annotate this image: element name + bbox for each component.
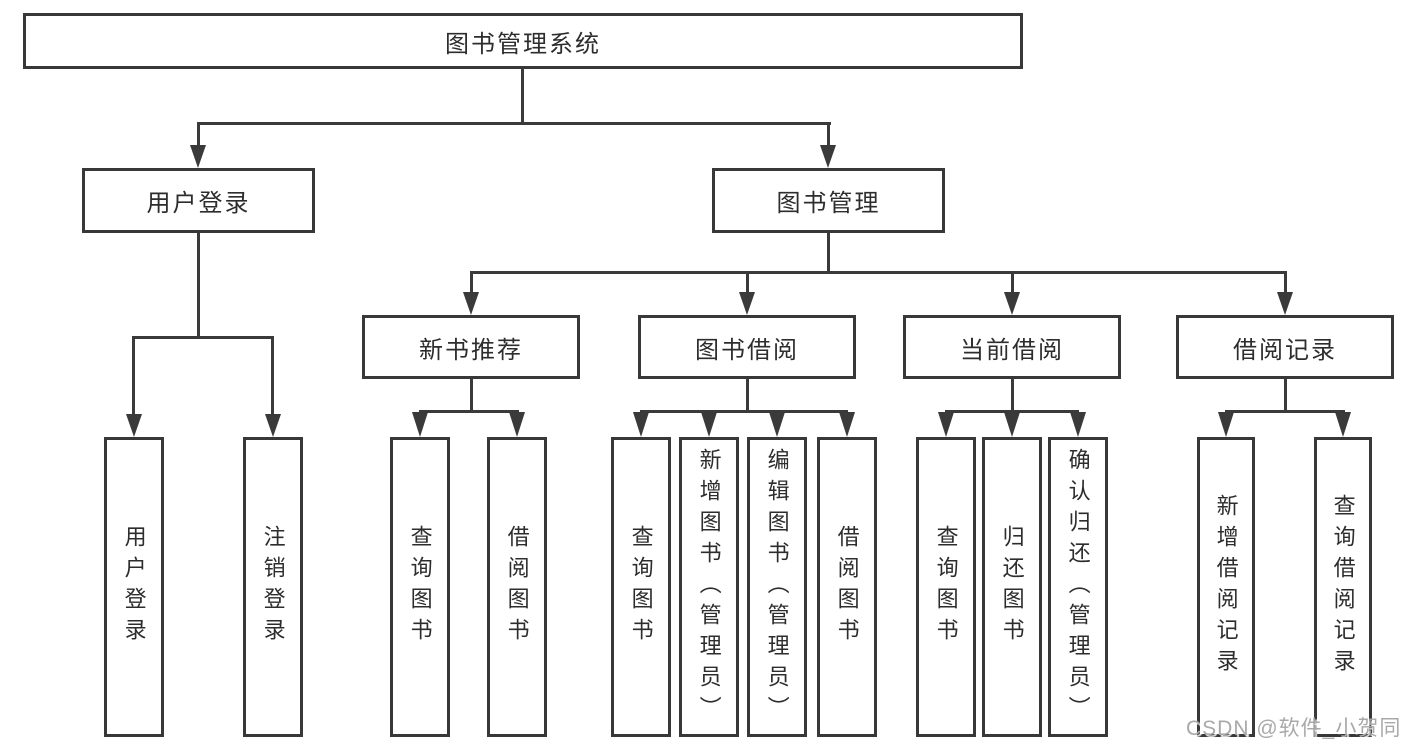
connector-line xyxy=(1225,410,1345,413)
arrow-down-icon xyxy=(701,412,717,437)
root-box: 图书管理系统 xyxy=(23,13,1023,69)
arrow-down-icon xyxy=(190,145,206,168)
node-new-book-recommendation: 新书推荐 xyxy=(362,315,580,379)
arrow-down-icon xyxy=(1070,412,1086,437)
arrow-down-icon xyxy=(839,412,855,437)
connector-line xyxy=(945,410,1079,413)
leaf-return-books: 归还图书 xyxy=(982,437,1042,737)
leaf-add-borrow-record: 新增借阅记录 xyxy=(1197,437,1255,737)
node-borrowing-records-label: 借阅记录 xyxy=(1233,336,1337,364)
connector-line xyxy=(419,410,519,413)
leaf-confirm-return-admin-label: 确认归还（管理员） xyxy=(1065,447,1091,727)
leaf-add-book-admin-label: 新增图书（管理员） xyxy=(696,447,722,727)
leaf-edit-book-admin: 编辑图书（管理员） xyxy=(747,437,807,737)
connector-line xyxy=(470,273,473,292)
node-current-borrowing-label: 当前借阅 xyxy=(960,336,1064,364)
arrow-down-icon xyxy=(820,145,836,168)
connector-line xyxy=(640,410,848,413)
leaf-query-borrow-record: 查询借阅记录 xyxy=(1314,437,1372,737)
arrow-down-icon xyxy=(126,414,142,437)
root-label: 图书管理系统 xyxy=(445,30,601,58)
arrow-down-icon xyxy=(769,412,785,437)
leaf-logout-label: 注销登录 xyxy=(260,525,286,649)
leaf-query-books-borrowing-label: 查询图书 xyxy=(628,525,654,649)
leaf-return-books-label: 归还图书 xyxy=(999,525,1025,649)
connector-line xyxy=(1284,379,1287,410)
arrow-down-icon xyxy=(938,412,954,437)
connector-line xyxy=(197,122,831,125)
connector-line xyxy=(1284,273,1287,292)
arrow-down-icon xyxy=(633,412,649,437)
arrow-down-icon xyxy=(1335,412,1351,437)
connector-line xyxy=(470,379,473,410)
connector-line xyxy=(1011,379,1014,410)
arrow-down-icon xyxy=(265,414,281,437)
connector-line xyxy=(827,233,830,271)
arrow-down-icon xyxy=(412,412,428,437)
leaf-user-login-label: 用户登录 xyxy=(121,525,147,649)
connector-line xyxy=(197,124,200,146)
arrow-down-icon xyxy=(1004,292,1020,315)
arrow-down-icon xyxy=(739,292,755,315)
connector-line xyxy=(197,233,200,336)
node-new-book-recommendation-label: 新书推荐 xyxy=(419,336,523,364)
arrow-down-icon xyxy=(1004,412,1020,437)
connector-line xyxy=(827,124,830,146)
node-current-borrowing: 当前借阅 xyxy=(903,315,1121,379)
node-borrowing-records: 借阅记录 xyxy=(1176,315,1394,379)
node-book-management: 图书管理 xyxy=(712,168,945,233)
connector-line xyxy=(521,68,524,122)
csdn-watermark: CSDN @软件_小贺同学 xyxy=(1186,717,1402,740)
leaf-add-book-admin: 新增图书（管理员） xyxy=(679,437,739,737)
node-user-login-label: 用户登录 xyxy=(146,190,251,217)
leaf-borrow-books-borrowing-label: 借阅图书 xyxy=(834,525,860,649)
leaf-query-borrow-record-label: 查询借阅记录 xyxy=(1330,494,1356,680)
leaf-borrow-books-recommend: 借阅图书 xyxy=(487,437,547,737)
connector-line xyxy=(746,273,749,292)
leaf-add-borrow-record-label: 新增借阅记录 xyxy=(1213,494,1239,680)
arrow-down-icon xyxy=(1277,292,1293,315)
arrow-down-icon xyxy=(463,292,479,315)
leaf-logout: 注销登录 xyxy=(243,437,303,737)
connector-line xyxy=(271,338,274,414)
connector-line xyxy=(1011,273,1014,292)
leaf-query-books-borrowing: 查询图书 xyxy=(611,437,671,737)
leaf-borrow-books-recommend-label: 借阅图书 xyxy=(504,525,530,649)
leaf-user-login: 用户登录 xyxy=(104,437,164,737)
node-book-borrowing: 图书借阅 xyxy=(638,315,856,379)
connector-line xyxy=(470,271,1287,274)
node-book-borrowing-label: 图书借阅 xyxy=(695,336,799,364)
node-book-management-label: 图书管理 xyxy=(776,190,881,217)
connector-line xyxy=(132,338,135,414)
connector-line xyxy=(746,379,749,410)
leaf-borrow-books-borrowing: 借阅图书 xyxy=(817,437,877,737)
arrow-down-icon xyxy=(509,412,525,437)
node-user-login: 用户登录 xyxy=(82,168,315,233)
arrow-down-icon xyxy=(1218,412,1234,437)
leaf-confirm-return-admin: 确认归还（管理员） xyxy=(1048,437,1108,737)
connector-line xyxy=(132,336,274,339)
leaf-edit-book-admin-label: 编辑图书（管理员） xyxy=(764,447,790,727)
leaf-query-books-current-label: 查询图书 xyxy=(933,525,959,649)
leaf-query-books-recommend: 查询图书 xyxy=(390,437,450,737)
leaf-query-books-current: 查询图书 xyxy=(916,437,976,737)
leaf-query-books-recommend-label: 查询图书 xyxy=(407,525,433,649)
